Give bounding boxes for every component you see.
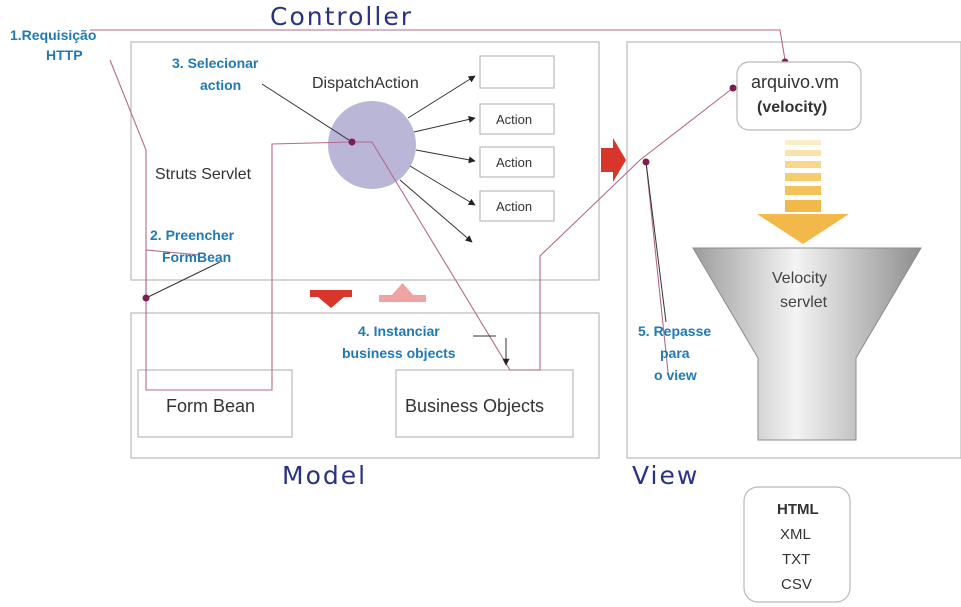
template-engine-label: (velocity) (757, 99, 827, 116)
step4-label-2: business objects (342, 345, 456, 361)
output-formats-box (743, 486, 851, 603)
step3-label: 3. Selecionar (172, 55, 259, 71)
format-csv: CSV (781, 576, 812, 593)
action-box-2 (479, 146, 555, 178)
format-xml: XML (780, 526, 811, 543)
step3-pointer (261, 83, 353, 143)
velocity-stripe-2 (785, 150, 821, 156)
controller-to-view-arrow (601, 138, 626, 182)
step4-label: 4. Instanciar (358, 323, 440, 339)
velocity-arrow-head (757, 214, 849, 244)
velocity-stripe-6 (785, 200, 821, 212)
dispatch-action-label: DispatchAction (312, 75, 419, 92)
struts-servlet-label: Struts Servlet (155, 166, 252, 183)
action-box-3 (479, 190, 555, 222)
velocity-servlet-label-1: Velocity (772, 270, 827, 287)
dispatch-to-action1-arrow (413, 115, 476, 133)
template-dot-left (729, 84, 737, 92)
model-to-controller-arrow (379, 283, 426, 302)
step5-label: 5. Repasse (638, 323, 711, 339)
action-box-empty (479, 55, 555, 89)
form-bean-label: Form Bean (166, 396, 255, 416)
servlet-dot (142, 294, 150, 302)
velocity-servlet-funnel (692, 247, 922, 441)
template-file-label: arquivo.vm (751, 72, 839, 92)
step5-label-2: para (660, 345, 690, 361)
model-title: Model (282, 461, 367, 490)
dispatch-to-empty-arrow (407, 75, 476, 119)
dispatch-to-action3-arrow (409, 165, 476, 206)
controller-title: Controller (270, 2, 413, 31)
velocity-stripe-4 (785, 173, 821, 181)
request-flow-line (90, 29, 786, 61)
form-bean-box (137, 369, 293, 438)
dispatch-to-action2-arrow (415, 149, 476, 164)
dispatch-to-down-arrow (399, 179, 473, 243)
format-html: HTML (777, 501, 819, 518)
dispatch-dot (348, 138, 356, 146)
action-label-1: Action (496, 112, 532, 127)
view-dispatch-line (645, 161, 669, 373)
step1-label-2: HTTP (46, 47, 83, 63)
business-objects-label: Business Objects (405, 396, 544, 416)
dispatch-action-circle (328, 101, 416, 189)
velocity-stripe-1 (785, 140, 821, 145)
controller-to-model-arrow (310, 290, 352, 308)
step3-label-2: action (200, 77, 241, 93)
velocity-stripe-5 (785, 186, 821, 195)
velocity-servlet-label-2: servlet (780, 294, 828, 311)
formbean-flow-line (145, 249, 201, 298)
view-title: View (632, 461, 699, 490)
step1-label: 1.Requisição (10, 27, 96, 43)
step2-pointer (145, 261, 221, 299)
action-label-3: Action (496, 199, 532, 214)
step2-label: 2. Preencher (150, 227, 235, 243)
format-txt: TXT (782, 551, 810, 568)
view-dot (642, 158, 650, 166)
velocity-stripe-3 (785, 161, 821, 168)
action-box-1 (479, 103, 555, 135)
step5-pointer (645, 161, 667, 323)
template-box (736, 61, 862, 131)
servlet-flow-line (109, 59, 734, 391)
step5-label-3: o view (654, 367, 697, 383)
business-objects-box (395, 369, 574, 438)
step2-label-2: FormBean (162, 249, 231, 265)
action-label-2: Action (496, 155, 532, 170)
